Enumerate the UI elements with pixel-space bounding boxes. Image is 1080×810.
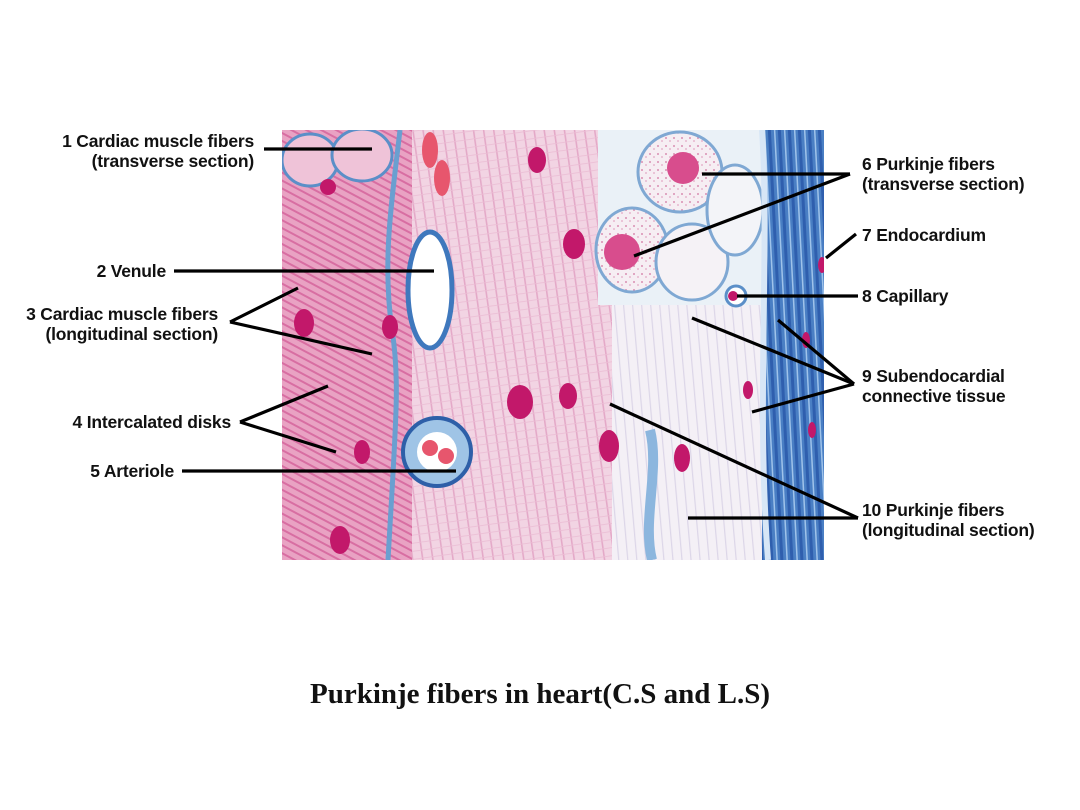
label-4-intercalated-disks: 4 Intercalated disks: [0, 412, 232, 432]
leader-line-4b: [239, 420, 337, 454]
label-6-line2: (transverse section): [862, 174, 1025, 194]
label-1-line2: (transverse section): [91, 151, 255, 171]
label-3-cardiac-muscle-longitudinal: 3 Cardiac muscle fibers (longitudinal se…: [0, 304, 218, 344]
label-4-line1: 4 Intercalated disks: [72, 412, 232, 432]
label-9-subendocardial-connective-tissue: 9 Subendocardial connective tissue: [862, 366, 1006, 406]
label-1-line1: 1 Cardiac muscle fibers: [62, 131, 254, 151]
label-10-line1: 10 Purkinje fibers: [862, 500, 1005, 520]
label-8-capillary: 8 Capillary: [862, 286, 949, 306]
leader-line-9b: [776, 318, 856, 386]
label-10-purkinje-longitudinal: 10 Purkinje fibers (longitudinal section…: [862, 500, 1035, 540]
label-10-line2: (longitudinal section): [862, 520, 1035, 540]
leader-line-10a: [609, 402, 859, 520]
leader-line-4a: [239, 384, 329, 424]
leader-line-3b: [229, 320, 373, 356]
label-7-line1: 7 Endocardium: [862, 225, 986, 245]
label-9-line2: connective tissue: [862, 386, 1006, 406]
label-9-line1: 9 Subendocardial: [862, 366, 1005, 386]
micrograph-illustration: [282, 130, 824, 560]
label-2-venule: 2 Venule: [0, 261, 167, 281]
label-6-purkinje-transverse: 6 Purkinje fibers (transverse section): [862, 154, 1025, 194]
label-8-line1: 8 Capillary: [862, 286, 949, 306]
leader-line-6b: [633, 172, 851, 258]
label-3-line1: 3 Cardiac muscle fibers: [26, 304, 218, 324]
figure-caption: Purkinje fibers in heart(C.S and L.S): [309, 678, 770, 710]
leader-line-3a: [229, 286, 299, 324]
leader-line-9a: [691, 316, 855, 386]
label-7-endocardium: 7 Endocardium: [862, 225, 986, 245]
label-2-line1: 2 Venule: [96, 261, 167, 281]
label-3-line2: (longitudinal section): [45, 324, 218, 344]
leader-line-9c: [751, 382, 855, 414]
label-6-line1: 6 Purkinje fibers: [862, 154, 995, 174]
label-5-arteriole: 5 Arteriole: [0, 461, 174, 481]
leader-line-7: [825, 232, 857, 260]
label-5-line1: 5 Arteriole: [90, 461, 174, 481]
label-1-cardiac-muscle-transverse: 1 Cardiac muscle fibers (transverse sect…: [0, 131, 254, 171]
